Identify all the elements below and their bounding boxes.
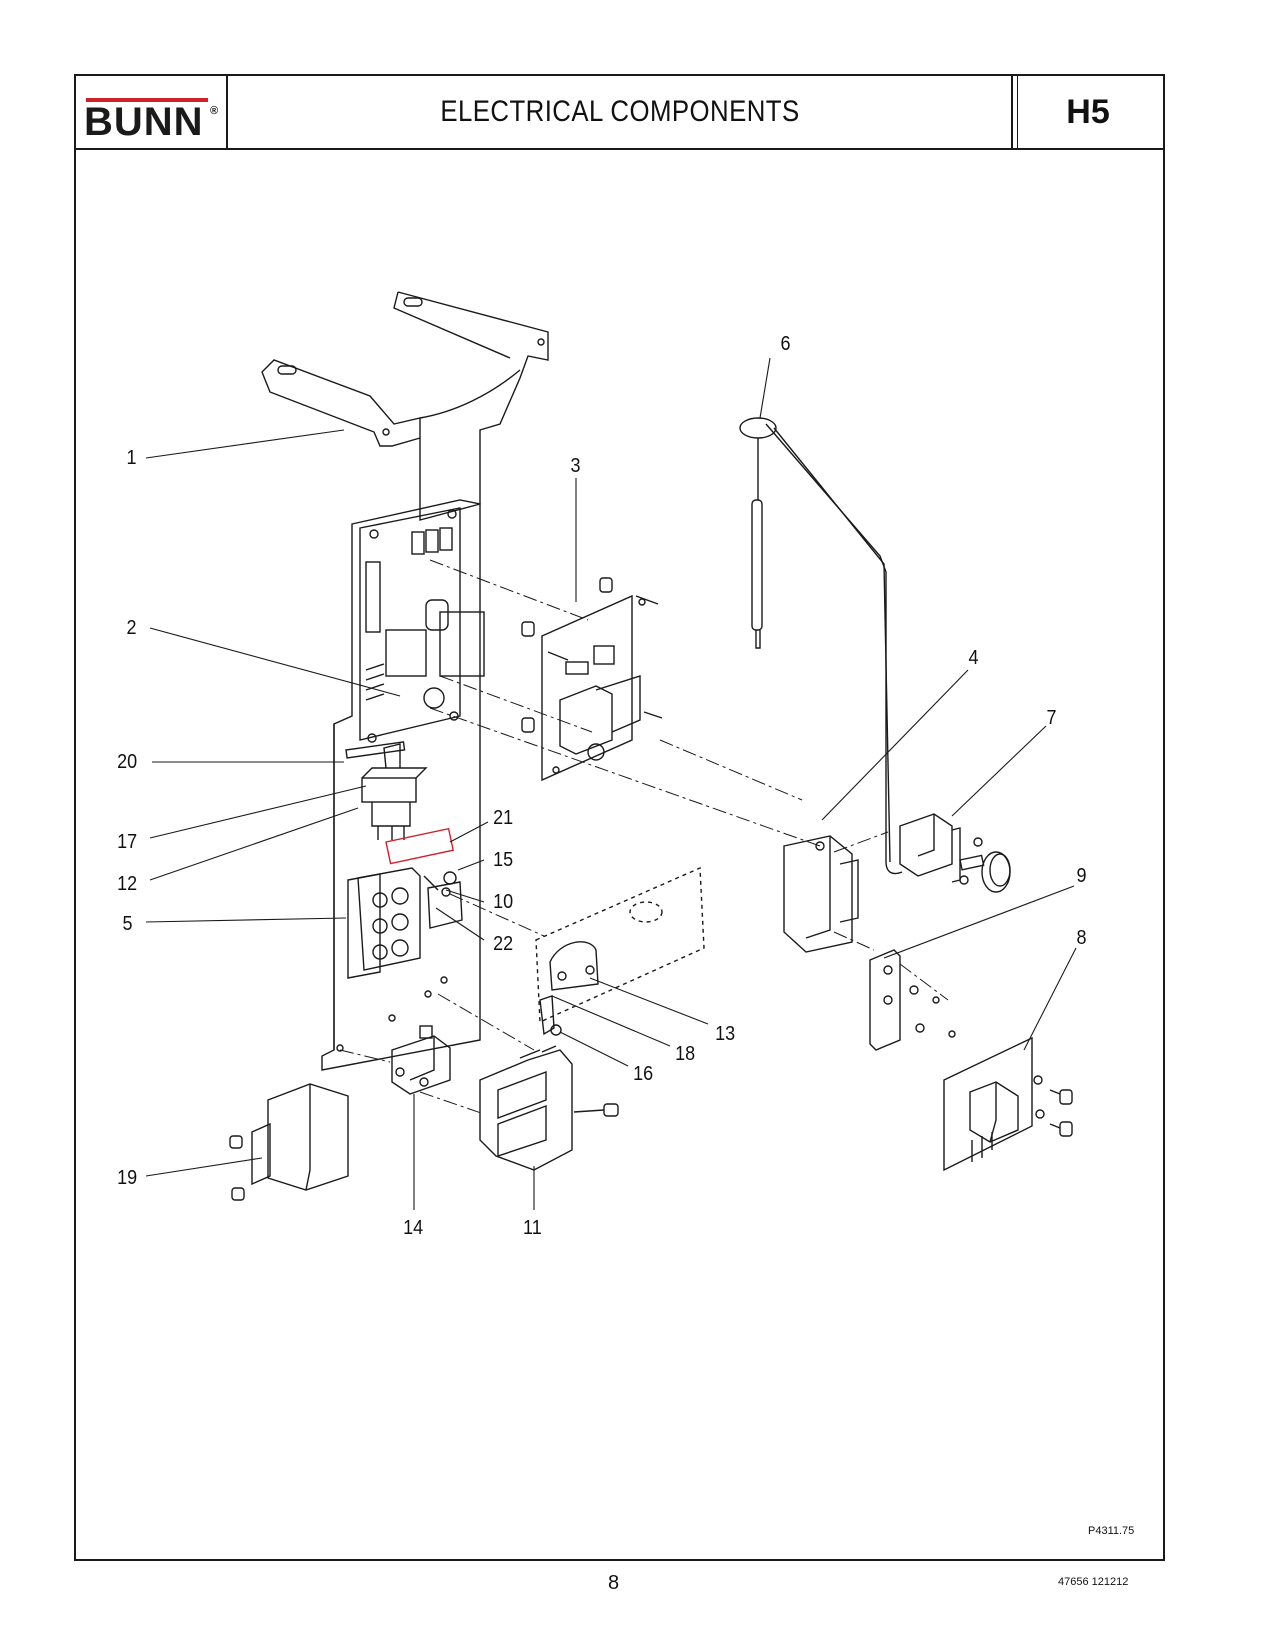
callout-18: 18: [675, 1043, 696, 1065]
terminal-block: [347, 867, 421, 979]
page-number: 8: [608, 1572, 620, 1594]
callout-1: 1: [126, 447, 137, 469]
logo-cell: BUNN ®: [76, 76, 228, 148]
ground-symbol: [443, 871, 457, 885]
header-table: BUNN ® ELECTRICAL COMPONENTS H5: [76, 76, 1163, 150]
callout-4: 4: [968, 647, 979, 669]
thermostat: [899, 813, 1011, 893]
callout-17: 17: [117, 831, 138, 853]
callout-10: 10: [493, 891, 514, 913]
control-board: [359, 507, 485, 743]
relay-bracket: [869, 949, 956, 1051]
warning-label: [385, 827, 455, 865]
toggle-switch: [361, 743, 428, 840]
registered-mark: ®: [210, 105, 219, 117]
temperature-probe: [739, 417, 903, 875]
alignment-lines: [339, 559, 949, 1115]
ground-lug: [423, 875, 463, 929]
callout-14: 14: [403, 1217, 424, 1239]
mounting-bracket: [261, 291, 549, 521]
callout-16: 16: [633, 1063, 654, 1085]
relay-board: [943, 1036, 1073, 1172]
power-relay: [391, 1025, 451, 1095]
transformer-plate: [535, 866, 705, 1036]
component-mounting-plate: [321, 499, 481, 1071]
callout-6: 6: [780, 333, 791, 355]
callout-11: 11: [523, 1217, 542, 1239]
terminal-strip: [345, 741, 406, 759]
page-frame: BUNN ® ELECTRICAL COMPONENTS H5: [74, 74, 1165, 1561]
brand-logo: BUNN: [84, 100, 204, 144]
transformer: [229, 1083, 349, 1201]
callout-3: 3: [570, 455, 581, 477]
callout-15: 15: [493, 849, 514, 871]
thermostat-bracket: [783, 835, 859, 953]
callout-20: 20: [117, 751, 138, 773]
document-id: 47656 121212: [1058, 1576, 1129, 1588]
callout-13: 13: [715, 1023, 736, 1045]
callout-9: 9: [1076, 865, 1087, 887]
timer-board: [521, 577, 663, 782]
callout-5: 5: [122, 913, 133, 935]
callout-8: 8: [1076, 927, 1087, 949]
callout-19: 19: [117, 1167, 138, 1189]
contactor: [479, 1045, 619, 1171]
callout-21: 21: [493, 807, 514, 829]
section-code: H5: [1011, 76, 1163, 148]
page-title: ELECTRICAL COMPONENTS: [440, 95, 800, 128]
leader-lines: [145, 357, 1077, 1210]
logo-red-bar: [86, 98, 208, 102]
callout-2: 2: [126, 617, 137, 639]
callout-22: 22: [493, 933, 514, 955]
callout-12: 12: [117, 873, 138, 895]
callout-7: 7: [1046, 707, 1057, 729]
drawing-number: P4311.75: [1088, 1525, 1135, 1537]
